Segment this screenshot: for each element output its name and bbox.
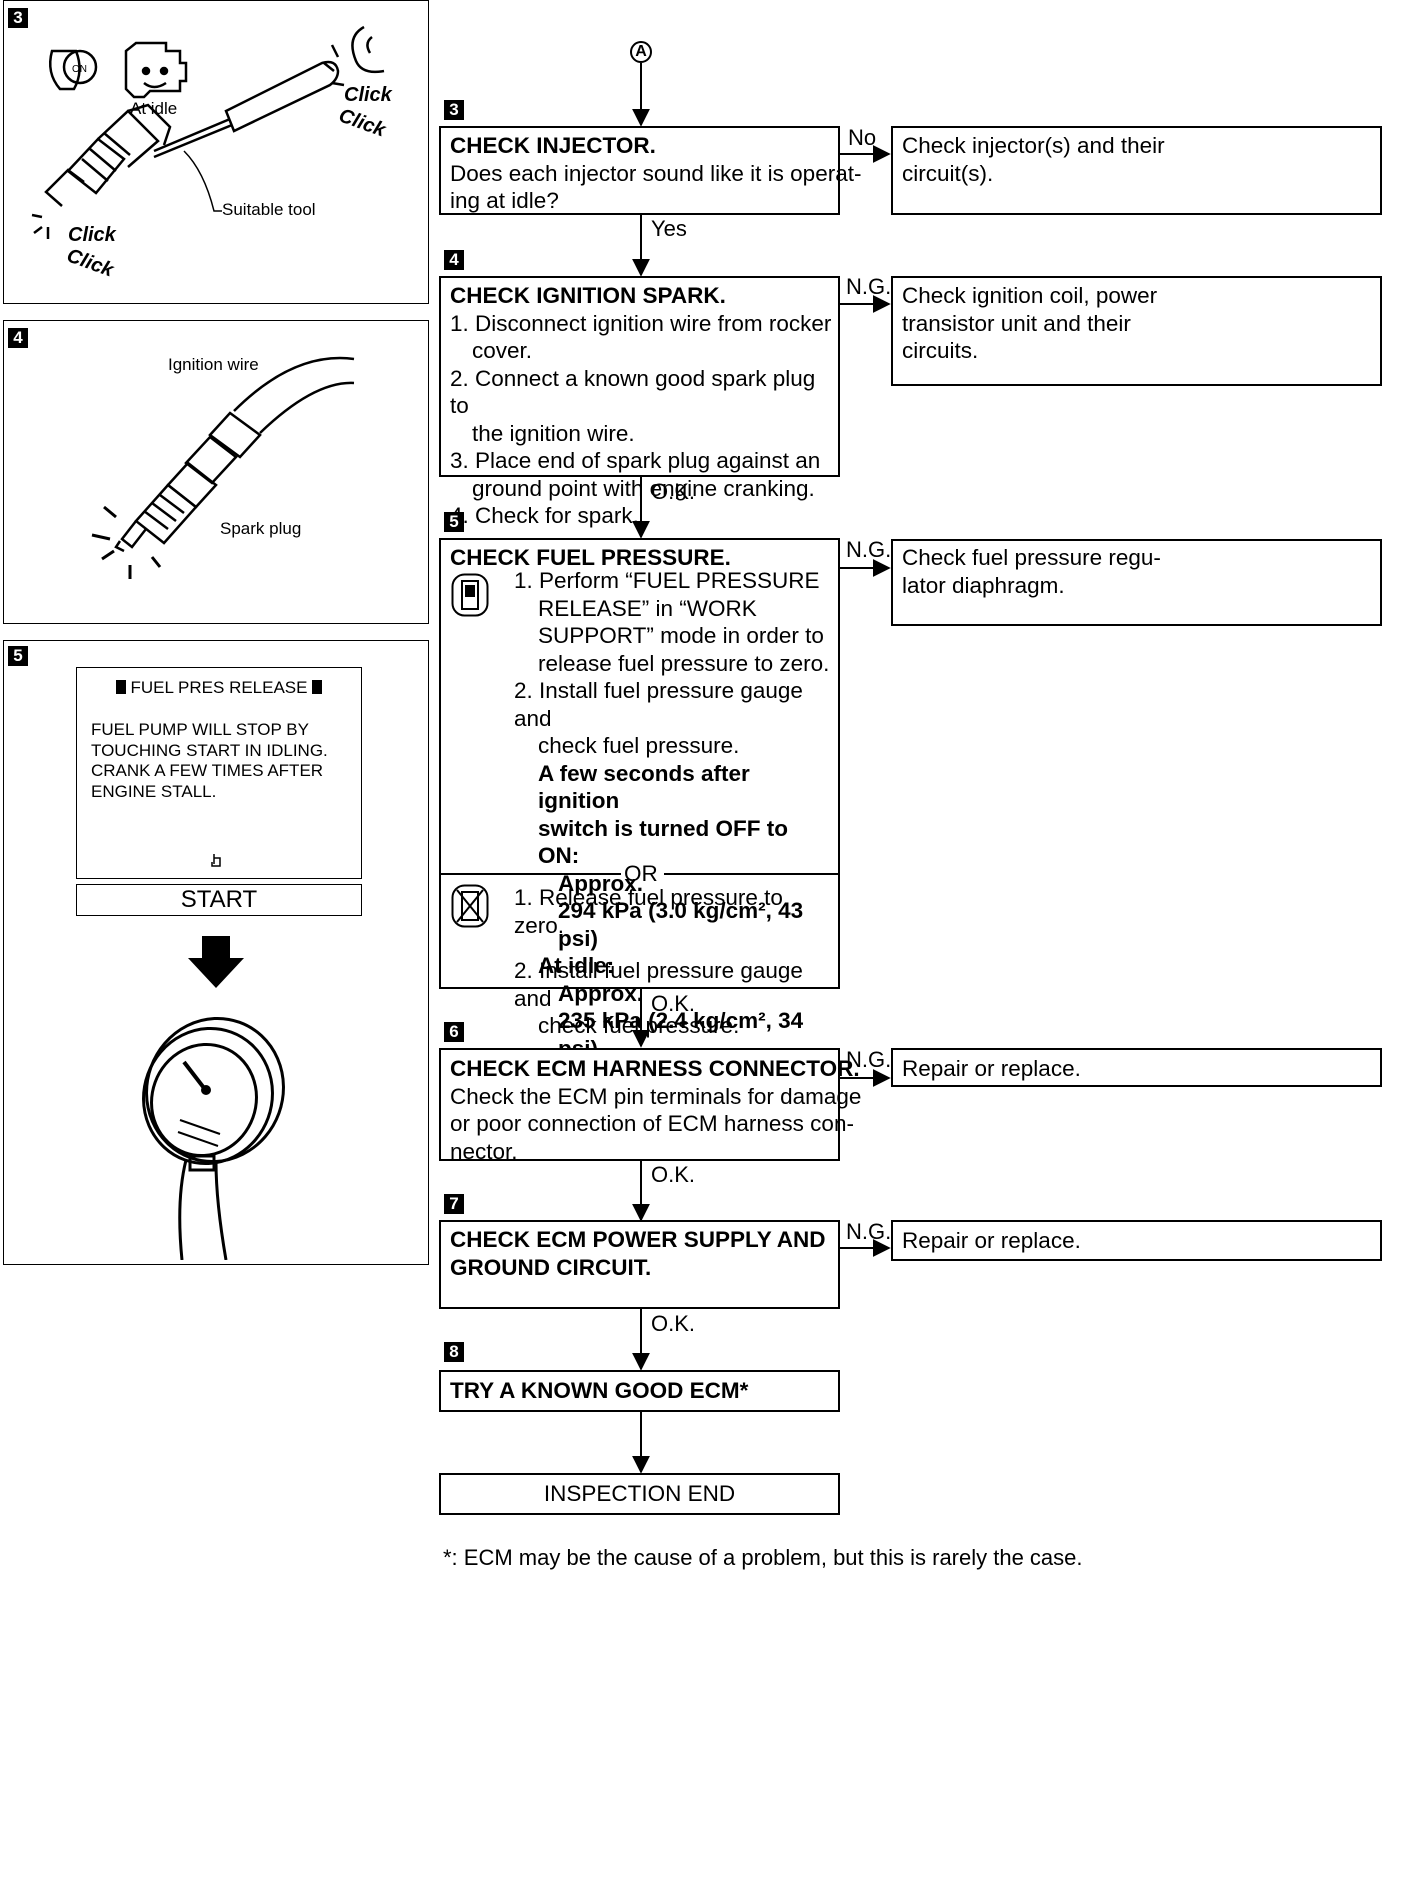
step-badge-5: 5 (444, 512, 464, 532)
or-label: OR (624, 861, 658, 886)
ok-label-3: O.K. (651, 1162, 696, 1187)
injector-result-text: Check injector(s) and their circuit(s). (902, 133, 1165, 186)
connector-circle (630, 41, 652, 63)
fuel-ng-label: N.G. (846, 537, 892, 562)
check-injector-box (439, 126, 840, 215)
power-ng-label: N.G. (846, 1219, 892, 1244)
check-power-box (439, 1220, 840, 1309)
fuel-method-b-text: 1. Release fuel pressure to zero. 2. Ins… (514, 885, 803, 1038)
try-ecm-text: TRY A KNOWN GOOD ECM* (450, 1378, 749, 1403)
spark-icon (91, 505, 162, 579)
power-result-text: Repair or replace. (902, 1228, 1081, 1253)
injector-no-label: No (848, 125, 877, 150)
down-arrow-icon (188, 936, 244, 988)
harness-result-box (891, 1048, 1382, 1087)
injector-icon (44, 103, 172, 207)
ok-label-4: O.K. (651, 1311, 696, 1336)
ok-label-1: O.K. (651, 479, 696, 504)
step-badge-7: 7 (444, 1194, 464, 1214)
no-consult-icon (451, 884, 489, 928)
illustration-panel-spark (3, 320, 429, 624)
consult-screen (76, 667, 362, 879)
spark-plug-illustration (91, 356, 355, 579)
suitable-tool-label: Suitable tool (222, 200, 316, 219)
or-divider-right (664, 873, 838, 875)
touch-hand-icon (211, 854, 221, 867)
step-badge-6: 6 (444, 1022, 464, 1042)
harness-ng-label: N.G. (846, 1047, 892, 1072)
spark-plug-icon (114, 435, 238, 553)
fuel-result-box (891, 539, 1382, 626)
step-badge-5-left: 5 (8, 646, 28, 666)
ignition-wire-icon (208, 356, 355, 459)
step-badge-4-left: 4 (8, 328, 28, 348)
ignition-result-box (891, 276, 1382, 386)
inspection-end-box (439, 1473, 840, 1515)
step-badge-8: 8 (444, 1342, 464, 1362)
inspection-end-text: INSPECTION END (543, 1481, 736, 1506)
check-harness-text: CHECK ECM HARNESS CONNECTOR. Check the E… (450, 1056, 862, 1164)
footnote: *: ECM may be the cause of a problem, bu… (443, 1545, 1083, 1570)
at-idle-label: At idle (130, 99, 178, 118)
injector-illustration: ON (31, 25, 385, 239)
power-result-box (891, 1220, 1382, 1261)
ear-icon (351, 25, 385, 74)
check-fuel-box (439, 538, 840, 989)
step-badge-4: 4 (444, 250, 464, 270)
pressure-gauge-icon (142, 1016, 285, 1260)
ignition-key-icon (49, 49, 98, 91)
fuel-method-a-text: 1. Perform “FUEL PRESSURE RELEASE” in “W… (514, 568, 830, 1061)
check-power-text: CHECK ECM POWER SUPPLY AND GROUND CIRCUI… (450, 1227, 826, 1280)
step-badge-3: 3 (444, 100, 464, 120)
try-ecm-box (439, 1370, 840, 1412)
injector-result-box (891, 126, 1382, 215)
check-fuel-title: CHECK FUEL PRESSURE. (450, 545, 731, 570)
or-divider-left (441, 873, 621, 875)
check-ignition-box (439, 276, 840, 477)
check-ignition-text: CHECK IGNITION SPARK. 1. Disconnect igni… (450, 283, 832, 528)
consult-icon (451, 573, 489, 617)
ignition-result-text: Check ignition coil, power transistor un… (902, 283, 1158, 363)
key-on-label: ON (72, 64, 87, 75)
screen-text: FUEL PUMP WILL STOP BY TOUCHING START IN… (91, 720, 328, 801)
screwdriver-icon (153, 60, 340, 159)
engine-icon (124, 41, 188, 99)
ok-label-2: O.K. (651, 991, 696, 1016)
fuel-result-text: Check fuel pressure regu- lator diaphrag… (902, 545, 1161, 598)
ignition-wire-label: Ignition wire (168, 355, 259, 374)
connector-label: A (635, 43, 647, 60)
screen-title: FUEL PRES RELEASE (76, 678, 362, 698)
check-injector-text: CHECK INJECTOR. Does each injector sound… (450, 133, 862, 213)
check-harness-box (439, 1048, 840, 1161)
start-button[interactable]: START (76, 884, 362, 916)
click-label-3: Click (68, 224, 116, 246)
ignition-ng-label: N.G. (846, 274, 892, 299)
step-badge-3-left: 3 (8, 8, 28, 28)
yes-label: Yes (651, 216, 687, 241)
harness-result-text: Repair or replace. (902, 1056, 1081, 1081)
click-label-1: Click (344, 84, 392, 106)
spark-plug-label: Spark plug (220, 519, 302, 538)
